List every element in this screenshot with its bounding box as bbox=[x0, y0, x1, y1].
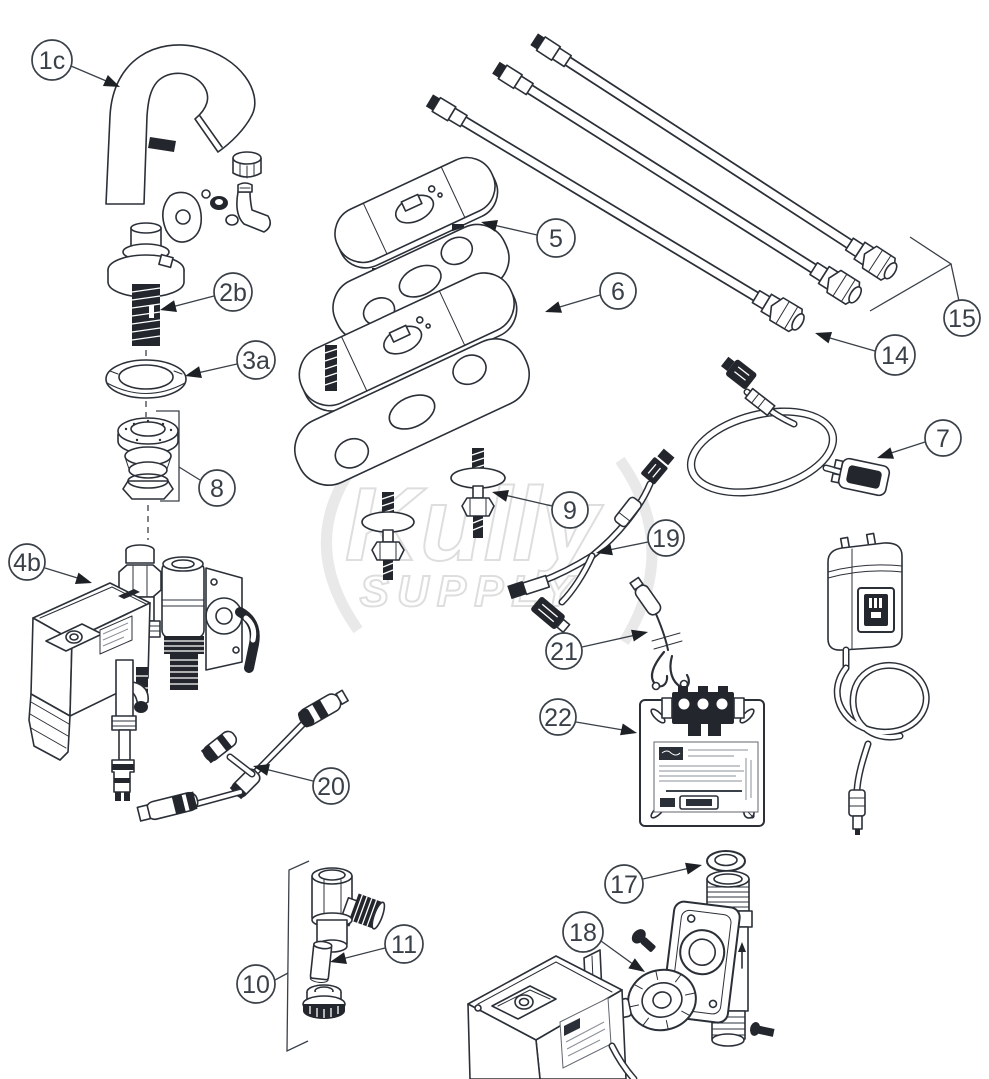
supply-hose bbox=[425, 94, 805, 333]
sensor-bracket bbox=[162, 191, 203, 243]
faucet-spout bbox=[105, 44, 256, 205]
valve-lever bbox=[235, 607, 260, 673]
gasket-17 bbox=[706, 850, 746, 872]
barrel-plug bbox=[848, 789, 866, 835]
cable-connector bbox=[200, 730, 238, 764]
svg-text:2b: 2b bbox=[219, 279, 247, 307]
solenoid-box bbox=[467, 955, 638, 1079]
screw bbox=[201, 189, 211, 199]
spout-hardware bbox=[162, 151, 272, 243]
y-cable-20 bbox=[136, 689, 349, 822]
bolt bbox=[361, 492, 415, 580]
svg-text:5: 5 bbox=[549, 225, 563, 253]
cable-connector bbox=[531, 597, 571, 634]
callout-1c: 1c bbox=[31, 39, 120, 87]
svg-text:19: 19 bbox=[652, 525, 680, 553]
svg-text:8: 8 bbox=[210, 475, 224, 503]
callout-4b: 4b bbox=[8, 543, 92, 585]
callout-2b: 2b bbox=[160, 272, 253, 312]
svg-text:20: 20 bbox=[317, 773, 345, 801]
screw bbox=[631, 929, 656, 952]
sensor-window bbox=[148, 137, 176, 152]
callout-6: 6 bbox=[545, 272, 637, 313]
svg-text:1c: 1c bbox=[39, 47, 65, 75]
callout-17: 17 bbox=[604, 862, 702, 904]
callout-11: 11 bbox=[330, 924, 424, 964]
svg-text:17: 17 bbox=[610, 871, 638, 899]
screw bbox=[750, 1022, 775, 1037]
callout-14: 14 bbox=[815, 331, 916, 376]
bolt bbox=[450, 448, 506, 538]
cable-connector bbox=[641, 448, 675, 485]
callout-3a: 3a bbox=[185, 340, 276, 380]
o-ring bbox=[210, 196, 228, 210]
coupling-nut bbox=[302, 984, 346, 1019]
svg-text:3a: 3a bbox=[242, 347, 270, 375]
cable-connector bbox=[297, 689, 349, 728]
svg-text:10: 10 bbox=[242, 971, 270, 999]
stop-kit-10 bbox=[286, 860, 386, 1053]
control-module-22 bbox=[639, 686, 765, 827]
angle-valve bbox=[311, 867, 386, 953]
diaphragm-18 bbox=[615, 968, 697, 1032]
cable-connector bbox=[720, 356, 757, 390]
adapter-port bbox=[857, 587, 895, 633]
svg-text:18: 18 bbox=[569, 919, 597, 947]
callouts: 1c 2b 3a 8 4b 5 bbox=[8, 39, 981, 1004]
callout-15: 15 bbox=[869, 236, 981, 337]
callout-22: 22 bbox=[539, 698, 637, 736]
gasket-6 bbox=[294, 338, 530, 486]
cable-connector bbox=[136, 791, 199, 822]
solenoid-valve-assembly bbox=[467, 850, 775, 1079]
supply-hose bbox=[492, 61, 863, 305]
shank-assembly-2b bbox=[107, 222, 185, 360]
callout-21: 21 bbox=[545, 629, 648, 670]
control-valve-4b bbox=[28, 544, 260, 801]
friction-ring-3a bbox=[105, 359, 187, 417]
filter-11 bbox=[309, 940, 333, 984]
mounting-bolts-9 bbox=[361, 448, 506, 580]
svg-text:11: 11 bbox=[391, 931, 417, 959]
terminal-block bbox=[661, 686, 745, 736]
ground-wire-21 bbox=[629, 576, 690, 691]
cable-connector bbox=[830, 457, 891, 497]
power-adapter bbox=[827, 532, 930, 835]
callout-19: 19 bbox=[596, 519, 685, 557]
mounting-kit-8 bbox=[117, 410, 201, 540]
svg-text:6: 6 bbox=[611, 278, 625, 306]
valve-connector bbox=[111, 759, 135, 801]
callout-8: 8 bbox=[198, 469, 236, 507]
svg-text:7: 7 bbox=[936, 425, 950, 453]
svg-text:15: 15 bbox=[948, 305, 976, 333]
svg-text:21: 21 bbox=[550, 638, 578, 666]
svg-text:9: 9 bbox=[563, 497, 577, 525]
callout-9: 9 bbox=[492, 490, 589, 529]
callout-10: 10 bbox=[236, 964, 289, 1004]
cover-plate-5 bbox=[334, 156, 499, 269]
callout-20: 20 bbox=[253, 764, 350, 805]
callout-7: 7 bbox=[877, 419, 962, 459]
svg-text:4b: 4b bbox=[13, 549, 41, 577]
outlet-elbow bbox=[236, 182, 272, 233]
washer bbox=[225, 214, 239, 226]
y-cable-19 bbox=[507, 448, 675, 634]
svg-text:22: 22 bbox=[544, 704, 572, 732]
cable-connector bbox=[507, 580, 527, 600]
wiring-label bbox=[653, 741, 759, 813]
svg-text:14: 14 bbox=[881, 342, 909, 370]
supply-hose bbox=[530, 33, 898, 281]
cover-plate-6 bbox=[298, 272, 518, 412]
sensor-cable-7 bbox=[686, 356, 891, 497]
callout-5: 5 bbox=[481, 218, 576, 258]
aerator-cap bbox=[232, 151, 262, 179]
callout-18: 18 bbox=[562, 911, 645, 972]
